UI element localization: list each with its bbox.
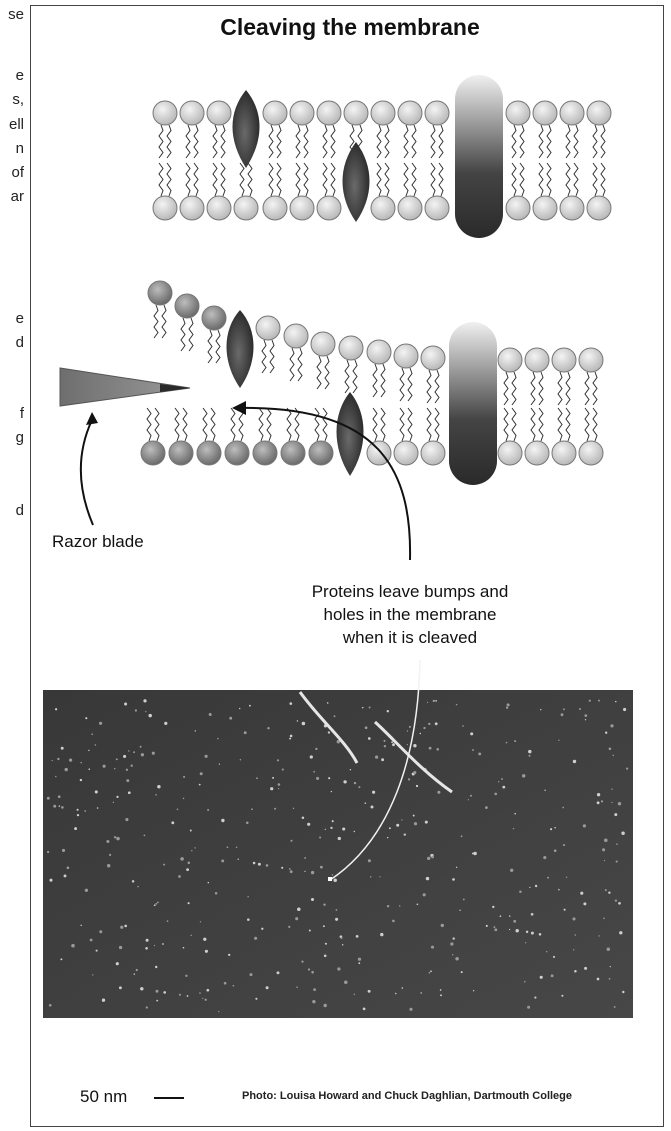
lipid-molecule bbox=[579, 408, 603, 465]
lipid-molecule bbox=[525, 348, 549, 405]
membrane-proteins bbox=[227, 75, 504, 485]
lipid-molecule bbox=[398, 101, 422, 158]
lipid-molecule bbox=[394, 408, 418, 465]
lipid-molecule bbox=[169, 408, 193, 465]
lipid-molecule bbox=[498, 408, 522, 465]
lipid-molecule bbox=[587, 163, 611, 220]
lipid-molecule bbox=[533, 163, 557, 220]
lipid-molecule bbox=[560, 101, 584, 158]
lipid-molecule bbox=[339, 336, 363, 393]
lipid-molecule bbox=[525, 408, 549, 465]
lipid-molecule bbox=[281, 408, 305, 465]
photo-credit: Photo: Louisa Howard and Chuck Daghlian,… bbox=[242, 1090, 572, 1102]
protein-shape bbox=[233, 90, 260, 168]
lipid-molecule bbox=[284, 324, 308, 381]
lipid-molecule bbox=[398, 163, 422, 220]
lipid-molecule bbox=[560, 163, 584, 220]
lipid-molecule bbox=[148, 281, 172, 338]
lipid-molecule bbox=[175, 294, 199, 351]
lipid-molecule bbox=[533, 101, 557, 158]
lipid-molecule bbox=[317, 101, 341, 158]
caption-line: holes in the membrane bbox=[270, 603, 550, 626]
lipid-molecule bbox=[371, 101, 395, 158]
micrograph-image bbox=[43, 660, 633, 1018]
lipid-molecule bbox=[552, 408, 576, 465]
caption-line: when it is cleaved bbox=[270, 626, 550, 649]
lipid-molecule bbox=[311, 332, 335, 389]
intact-membrane bbox=[153, 101, 611, 220]
large-protein-shape bbox=[449, 322, 497, 485]
lipid-molecule bbox=[394, 344, 418, 401]
scale-bar-label: 50 nm bbox=[80, 1087, 127, 1107]
protein-shape bbox=[227, 310, 254, 388]
lipid-molecule bbox=[234, 163, 258, 220]
lipid-molecule bbox=[207, 101, 231, 158]
large-protein-shape bbox=[455, 75, 503, 238]
lipid-molecule bbox=[367, 408, 391, 465]
lipid-molecule bbox=[317, 163, 341, 220]
lipid-molecule bbox=[579, 348, 603, 405]
protein-shape bbox=[343, 142, 370, 222]
protein-caption: Proteins leave bumps and holes in the me… bbox=[270, 580, 550, 649]
lipid-molecule bbox=[197, 408, 221, 465]
lipid-molecule bbox=[153, 101, 177, 158]
lipid-molecule bbox=[180, 163, 204, 220]
lipid-molecule bbox=[421, 408, 445, 465]
scale-bar bbox=[154, 1097, 184, 1099]
lipid-molecule bbox=[506, 101, 530, 158]
lipid-molecule bbox=[371, 163, 395, 220]
lipid-molecule bbox=[552, 348, 576, 405]
lipid-molecule bbox=[290, 101, 314, 158]
lipid-molecule bbox=[153, 163, 177, 220]
lipid-molecule bbox=[253, 408, 277, 465]
lipid-molecule bbox=[421, 346, 445, 403]
lipid-molecule bbox=[587, 101, 611, 158]
lipid-molecule bbox=[263, 163, 287, 220]
razor-blade-label: Razor blade bbox=[52, 532, 144, 552]
lipid-molecule bbox=[207, 163, 231, 220]
lipid-molecule bbox=[425, 101, 449, 158]
lipid-molecule bbox=[256, 316, 280, 373]
razor-blade-shape bbox=[60, 368, 190, 406]
lipid-molecule bbox=[202, 306, 226, 363]
lipid-molecule bbox=[180, 101, 204, 158]
lipid-molecule bbox=[506, 163, 530, 220]
lipid-molecule bbox=[367, 340, 391, 397]
lipid-molecule bbox=[225, 408, 249, 465]
caption-line: Proteins leave bumps and bbox=[270, 580, 550, 603]
lipid-molecule bbox=[290, 163, 314, 220]
cleaved-membrane bbox=[141, 281, 603, 465]
lipid-molecule bbox=[425, 163, 449, 220]
lipid-molecule bbox=[263, 101, 287, 158]
lipid-molecule bbox=[141, 408, 165, 465]
lipid-molecule bbox=[498, 348, 522, 405]
